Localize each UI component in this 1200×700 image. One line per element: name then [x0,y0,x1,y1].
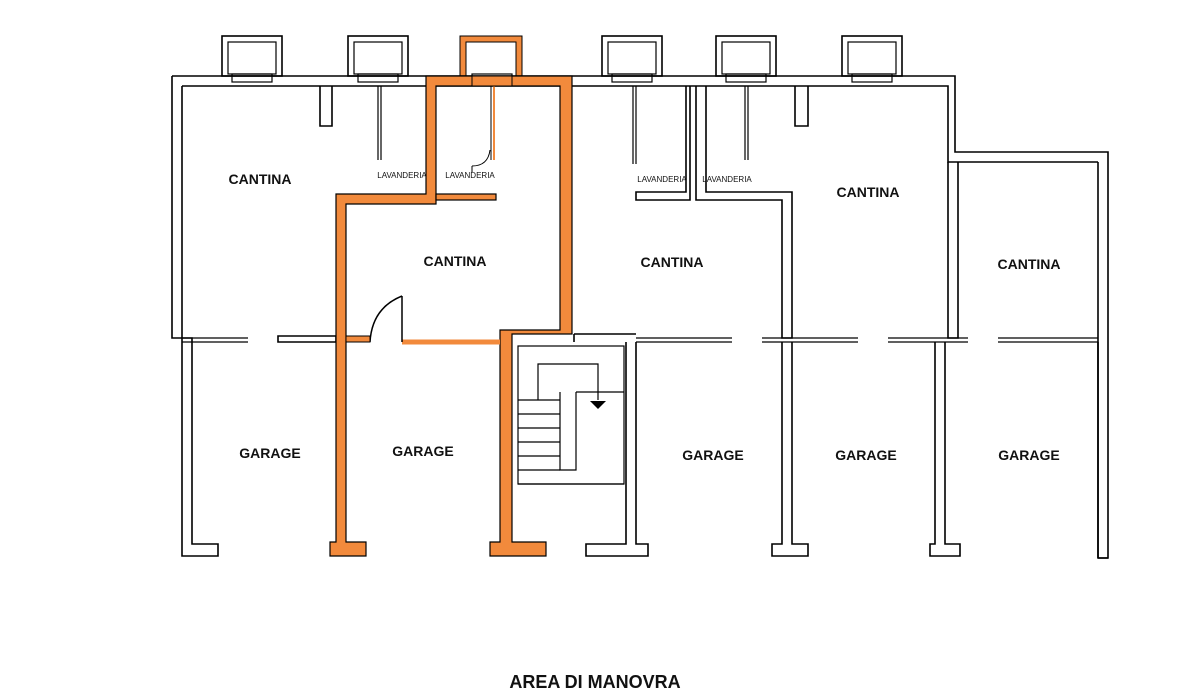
garage-label-3: GARAGE [682,447,743,463]
room-labels: CANTINA LAVANDERIA LAVANDERIA CANTINA LA… [229,171,1061,463]
garage-label-2: GARAGE [392,443,453,459]
light-well-3-highlighted [459,35,523,83]
highlighted-unit [329,75,573,557]
cantina-label-2: CANTINA [424,253,487,269]
light-well-1 [221,35,283,83]
area-caption: AREA DI MANOVRA [509,672,680,692]
cantina-label-4: CANTINA [837,184,900,200]
cantina-label-5: CANTINA [998,256,1061,272]
lavanderia-label-3: LAVANDERIA [637,175,687,184]
light-wells [221,35,903,83]
garage-label-1: GARAGE [239,445,300,461]
light-well-6 [841,35,903,83]
stair-arrow-icon [590,401,606,409]
staircase [517,345,625,485]
garage-label-4: GARAGE [835,447,896,463]
cantina-label-1: CANTINA [229,171,292,187]
cantina-label-3: CANTINA [641,254,704,270]
garage-label-5: GARAGE [998,447,1059,463]
lavanderia-label-2: LAVANDERIA [445,171,495,180]
outer-walls [171,75,1109,559]
light-well-5 [715,35,777,83]
lavanderia-label-4: LAVANDERIA [702,175,752,184]
internal-walls [182,86,1108,559]
light-well-2 [347,35,409,83]
light-well-4 [601,35,663,83]
lavanderia-label-1: LAVANDERIA [377,171,427,180]
